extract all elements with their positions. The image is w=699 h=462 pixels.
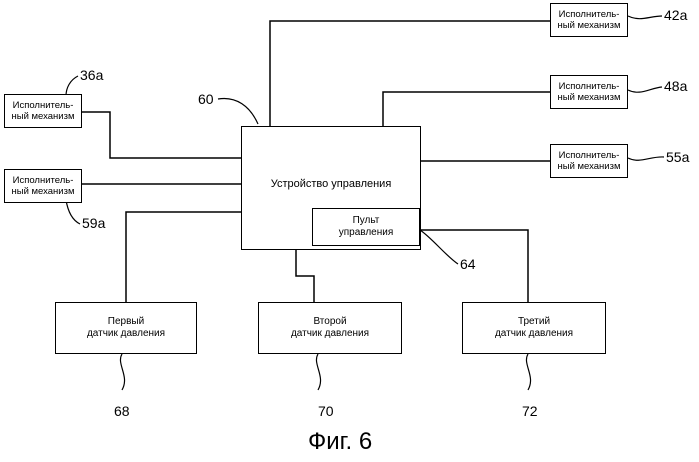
sensor-label-line1: Третий [495,316,573,328]
leader-36a [66,76,78,96]
actuator-box-59a: Исполнитель- ный механизм [4,169,82,203]
leader-48a [628,87,662,92]
ref-label-60: 60 [198,92,214,106]
leader-55a [628,157,664,160]
leader-72 [526,354,530,390]
ref-label-42a: 42a [664,8,687,22]
actuator-label-line2: ный механизм [558,92,621,103]
ref-label-68: 68 [114,404,130,418]
actuator-box-42a: Исполнитель- ный механизм [550,3,628,37]
link-70 [296,250,314,302]
console-label-line1: Пульт [339,215,394,227]
actuator-label-line1: Исполнитель- [12,100,75,111]
actuator-label-line2: ный механизм [558,161,621,172]
actuator-box-48a: Исполнитель- ный механизм [550,75,628,109]
leader-68 [120,354,124,390]
sensor-label-line2: датчик давления [495,328,573,340]
actuator-box-55a: Исполнитель- ный механизм [550,144,628,178]
sensor-label-line2: датчик давления [291,328,369,340]
console-label-line2: управления [339,227,394,239]
leader-64 [420,230,458,264]
sensor-box-68: Первый датчик давления [55,302,197,354]
actuator-label-line2: ный механизм [558,20,621,31]
link-36a [82,112,241,158]
ref-label-59a: 59a [82,216,105,230]
ref-label-48a: 48a [664,79,687,93]
link-68 [126,212,241,302]
ref-label-36a: 36a [80,68,103,82]
link-48a [383,92,550,126]
ref-label-72: 72 [522,404,538,418]
leader-70 [316,354,320,390]
actuator-label-line2: ный механизм [12,186,75,197]
link-42a [270,21,550,126]
sensor-box-70: Второй датчик давления [258,302,402,354]
controller-label: Устройство управления [271,178,392,190]
sensor-label-line2: датчик давления [87,328,165,340]
ref-label-55a: 55a [666,150,689,164]
actuator-label-line1: Исполнитель- [558,81,621,92]
sensor-label-line1: Первый [87,316,165,328]
sensor-label-line1: Второй [291,316,369,328]
actuator-label-line2: ный механизм [12,111,75,122]
leader-59a [66,200,80,224]
ref-label-70: 70 [318,404,334,418]
console-box: Пульт управления [312,208,420,246]
actuator-box-36a: Исполнитель- ный механизм [4,94,82,128]
ref-label-64: 64 [460,257,476,271]
actuator-label-line1: Исполнитель- [12,175,75,186]
actuator-label-line1: Исполнитель- [558,150,621,161]
sensor-box-72: Третий датчик давления [462,302,606,354]
leader-60 [218,98,258,124]
leader-42a [628,16,662,19]
figure-caption: Фиг. 6 [308,428,372,456]
actuator-label-line1: Исполнитель- [558,9,621,20]
